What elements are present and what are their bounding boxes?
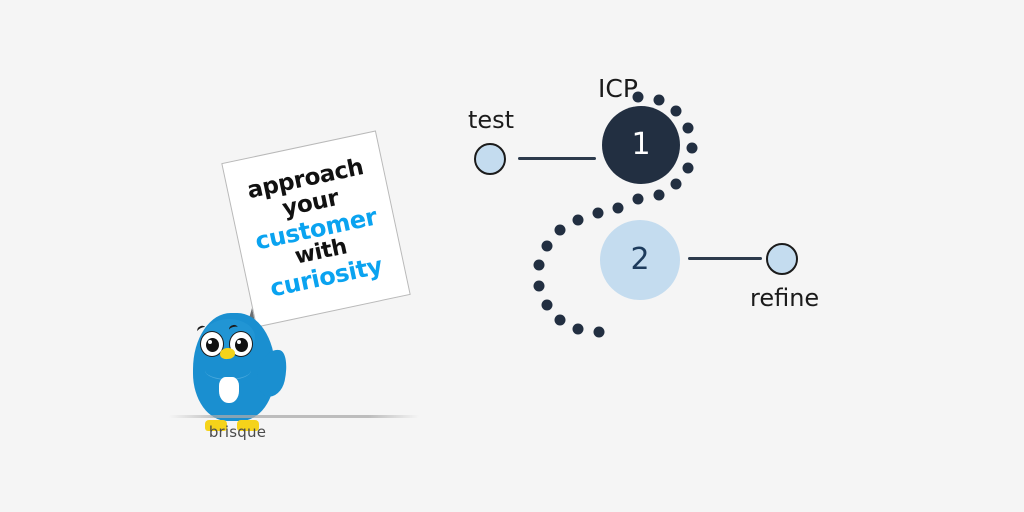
- dotted-arc-group: [533, 91, 698, 338]
- mascot-group: approach your customer with curiosity: [165, 130, 425, 445]
- bird-foot-left: [205, 420, 227, 431]
- node-test[interactable]: [474, 143, 506, 175]
- dotted-arc-step-two: [533, 214, 605, 338]
- node-refine[interactable]: [766, 243, 798, 275]
- bird-belly: [219, 377, 239, 403]
- icp-diagram: ICP test refine: [450, 60, 870, 360]
- bird-pupil-right: [235, 338, 248, 352]
- step-number-two: 2: [630, 242, 650, 277]
- step-label-test: test: [468, 106, 515, 134]
- step-label-refine: refine: [750, 284, 820, 312]
- connector-test: [518, 157, 596, 160]
- step-number-one: 1: [631, 127, 651, 162]
- diagram-title-icp: ICP: [598, 74, 638, 103]
- step-circle-two[interactable]: 2: [600, 220, 680, 300]
- dotted-arc-step-one: [592, 91, 698, 219]
- bird-foot-right: [237, 420, 259, 431]
- ground-shadow-line: [169, 415, 419, 418]
- step-circle-one[interactable]: 1: [602, 106, 680, 184]
- bird-pupil-left: [206, 338, 219, 352]
- brand-wordmark: brisque: [208, 423, 267, 441]
- connector-refine: [688, 257, 762, 260]
- mascot-bird-icon: [187, 305, 291, 431]
- protest-sign: approach your customer with curiosity: [221, 130, 411, 328]
